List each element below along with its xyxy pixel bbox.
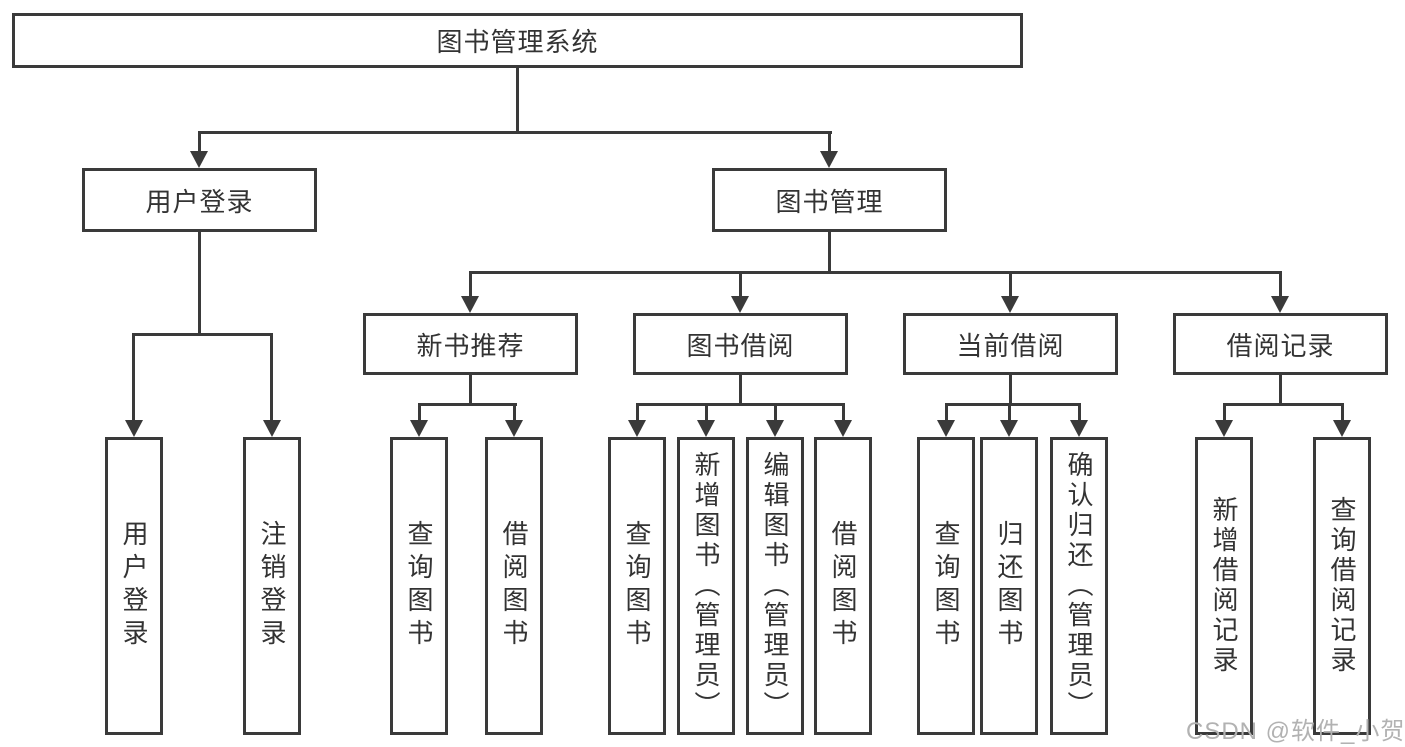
node-label: 查询借阅记录	[1327, 496, 1357, 676]
connector-line	[1078, 403, 1081, 422]
connector-line	[705, 403, 708, 422]
arrow-down-icon	[461, 296, 479, 313]
node-label: 确认归还（管理员）	[1064, 451, 1094, 721]
arrow-down-icon	[628, 420, 646, 437]
arrow-down-icon	[505, 420, 523, 437]
connector-line	[1223, 403, 1344, 406]
connector-line	[469, 375, 472, 406]
arrow-down-icon	[1070, 420, 1088, 437]
arrow-down-icon	[1001, 296, 1019, 313]
connector-line	[198, 232, 201, 336]
node-label: 新增图书（管理员）	[691, 451, 721, 721]
node-user-login: 用户登录	[82, 168, 317, 232]
arrow-down-icon	[766, 420, 784, 437]
connector-line	[1279, 375, 1282, 406]
leaf-cb-confirm-return-admin: 确认归还（管理员）	[1050, 437, 1108, 735]
node-label: 图书借阅	[686, 330, 795, 361]
leaf-cb-query-books: 查询图书	[917, 437, 975, 735]
node-label: 用户登录	[145, 186, 254, 217]
connector-line	[828, 131, 831, 153]
connector-line	[636, 403, 639, 422]
node-label: 归还图书	[994, 520, 1024, 652]
node-book-management: 图书管理	[712, 168, 947, 232]
arrow-down-icon	[697, 420, 715, 437]
node-label: 当前借阅	[956, 330, 1065, 361]
connector-line	[132, 333, 273, 336]
node-label: 借阅图书	[499, 520, 529, 652]
node-label: 用户登录	[119, 520, 149, 652]
node-book-borrowing: 图书借阅	[633, 313, 848, 375]
connector-line	[1279, 271, 1282, 298]
arrow-down-icon	[1333, 420, 1351, 437]
arrow-down-icon	[937, 420, 955, 437]
leaf-user-login: 用户登录	[105, 437, 163, 735]
connector-line	[198, 131, 832, 134]
connector-line	[270, 333, 273, 422]
leaf-cb-return-books: 归还图书	[980, 437, 1038, 735]
leaf-br-query-record: 查询借阅记录	[1313, 437, 1371, 735]
connector-line	[418, 403, 421, 422]
leaf-nbr-borrow-books: 借阅图书	[485, 437, 543, 735]
arrow-down-icon	[190, 151, 208, 168]
arrow-down-icon	[731, 296, 749, 313]
arrow-down-icon	[1271, 296, 1289, 313]
node-label: 借阅图书	[828, 520, 858, 652]
connector-line	[1008, 403, 1011, 422]
connector-line	[469, 271, 472, 298]
node-label: 图书管理	[775, 186, 884, 217]
node-current-borrowing: 当前借阅	[903, 313, 1118, 375]
connector-line	[198, 131, 201, 153]
arrow-down-icon	[1215, 420, 1233, 437]
node-label: 新书推荐	[416, 330, 525, 361]
connector-line	[828, 232, 831, 274]
connector-line	[636, 403, 845, 406]
leaf-bb-borrow-books: 借阅图书	[814, 437, 872, 735]
connector-line	[418, 403, 517, 406]
leaf-br-add-record: 新增借阅记录	[1195, 437, 1253, 735]
node-label: 查询图书	[404, 520, 434, 652]
leaf-bb-add-books-admin: 新增图书（管理员）	[677, 437, 735, 735]
leaf-bb-edit-books-admin: 编辑图书（管理员）	[746, 437, 804, 735]
leaf-logout: 注销登录	[243, 437, 301, 735]
connector-line	[132, 333, 135, 422]
arrow-down-icon	[410, 420, 428, 437]
leaf-bb-query-books: 查询图书	[608, 437, 666, 735]
connector-line	[739, 271, 742, 298]
connector-line	[945, 403, 948, 422]
connector-line	[469, 271, 1282, 274]
arrow-down-icon	[834, 420, 852, 437]
node-label: 借阅记录	[1226, 330, 1335, 361]
leaf-nbr-query-books: 查询图书	[390, 437, 448, 735]
connector-line	[1009, 375, 1012, 406]
connector-line	[945, 403, 1081, 406]
connector-line	[1223, 403, 1226, 422]
node-label: 图书管理系统	[436, 27, 599, 57]
node-borrowing-records: 借阅记录	[1173, 313, 1388, 375]
connector-line	[1341, 403, 1344, 422]
arrow-down-icon	[1000, 420, 1018, 437]
connector-line	[842, 403, 845, 422]
connector-line	[774, 403, 777, 422]
node-label: 注销登录	[257, 520, 287, 652]
arrow-down-icon	[125, 420, 143, 437]
node-label: 新增借阅记录	[1209, 496, 1239, 676]
csdn-watermark: CSDN @软件_小贺同学	[1186, 718, 1405, 745]
connector-line	[1009, 271, 1012, 298]
node-new-book-recommendation: 新书推荐	[363, 313, 578, 375]
node-library-management-system: 图书管理系统	[12, 13, 1023, 68]
node-label: 查询图书	[622, 520, 652, 652]
connector-line	[739, 375, 742, 406]
node-label: 查询图书	[931, 520, 961, 652]
connector-line	[513, 403, 516, 422]
connector-line	[516, 68, 519, 132]
arrow-down-icon	[263, 420, 281, 437]
arrow-down-icon	[820, 151, 838, 168]
node-label: 编辑图书（管理员）	[760, 451, 790, 721]
